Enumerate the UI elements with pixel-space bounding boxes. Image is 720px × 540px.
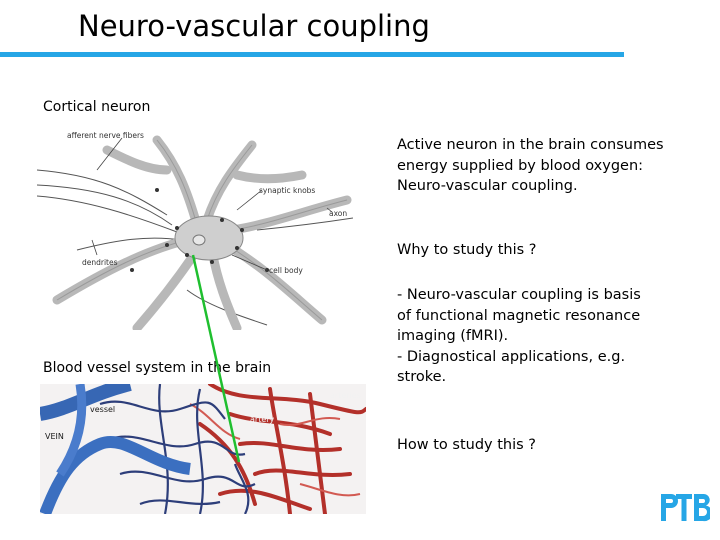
vessel-label-vessel: vessel	[90, 405, 115, 414]
coupling-connector-line	[191, 254, 241, 463]
slide-title: Neuro-vascular coupling	[78, 9, 430, 43]
neuron-label-axon: axon	[329, 209, 347, 218]
vessel-caption: Blood vessel system in the brain	[43, 360, 272, 376]
neuron-label-cellbody: cell body	[269, 266, 303, 275]
question-how: How to study this ?	[397, 437, 536, 453]
ptb-logo	[660, 490, 713, 525]
vessel-label-arteries: arteries	[330, 391, 361, 400]
title-underline	[0, 52, 624, 57]
neuron-illustration: afferent nerve fibers synaptic knobs axo…	[37, 130, 353, 330]
question-why: Why to study this ?	[397, 242, 537, 258]
reasons-paragraph: - Neuro-vascular coupling is basis of fu…	[397, 287, 641, 385]
neuron-label-dendrites: dendrites	[82, 258, 118, 267]
neuron-label-afferent: afferent nerve fibers	[67, 131, 144, 140]
vessel-label-vein: VEIN	[45, 432, 64, 441]
blood-vessel-illustration: vessel VEIN artery arteries	[40, 384, 366, 514]
intro-paragraph: Active neuron in the brain consumes ener…	[397, 137, 664, 194]
neuron-label-synaptic: synaptic knobs	[259, 186, 315, 195]
neuron-caption: Cortical neuron	[43, 99, 151, 115]
vessel-label-artery: artery	[250, 415, 275, 424]
